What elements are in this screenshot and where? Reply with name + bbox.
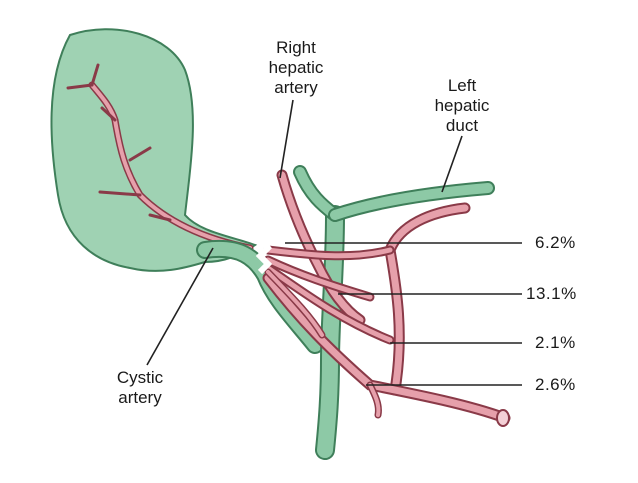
label-cystic-artery-line2: artery — [118, 388, 162, 407]
hepatic-arteries — [262, 169, 511, 424]
leader-right-hepatic-artery — [279, 99, 294, 179]
cystic-artery-branches — [66, 63, 254, 252]
leader-cystic-artery — [146, 247, 214, 366]
leader-left-hepatic-duct — [441, 135, 463, 193]
leader-lines — [146, 99, 522, 386]
label-left-hepatic-duct-line1: Left — [447, 76, 477, 95]
percentage-label-3: 2.1% — [535, 333, 576, 352]
label-left-hepatic-duct: Left hepatic duct — [424, 76, 500, 136]
gallbladder — [50, 28, 258, 272]
percentage-label-1: 6.2% — [535, 233, 576, 252]
percentage-label-4: 2.6% — [535, 375, 576, 394]
label-cystic-artery-line1: Cystic — [116, 368, 164, 387]
label-right-hepatic-artery-line3: artery — [274, 78, 318, 97]
label-left-hepatic-duct-line2: hepatic — [434, 96, 490, 115]
label-left-hepatic-duct-line3: duct — [445, 116, 479, 135]
label-right-hepatic-artery-line1: Right — [276, 38, 316, 57]
label-cystic-artery: Cystic artery — [102, 368, 178, 408]
percentage-label-2: 13.1% — [526, 284, 577, 303]
artery-cut-end — [496, 409, 510, 427]
label-right-hepatic-artery-line2: hepatic — [268, 58, 324, 77]
artery-cut-origin — [255, 238, 273, 275]
label-right-hepatic-artery: Right hepatic artery — [258, 38, 334, 98]
